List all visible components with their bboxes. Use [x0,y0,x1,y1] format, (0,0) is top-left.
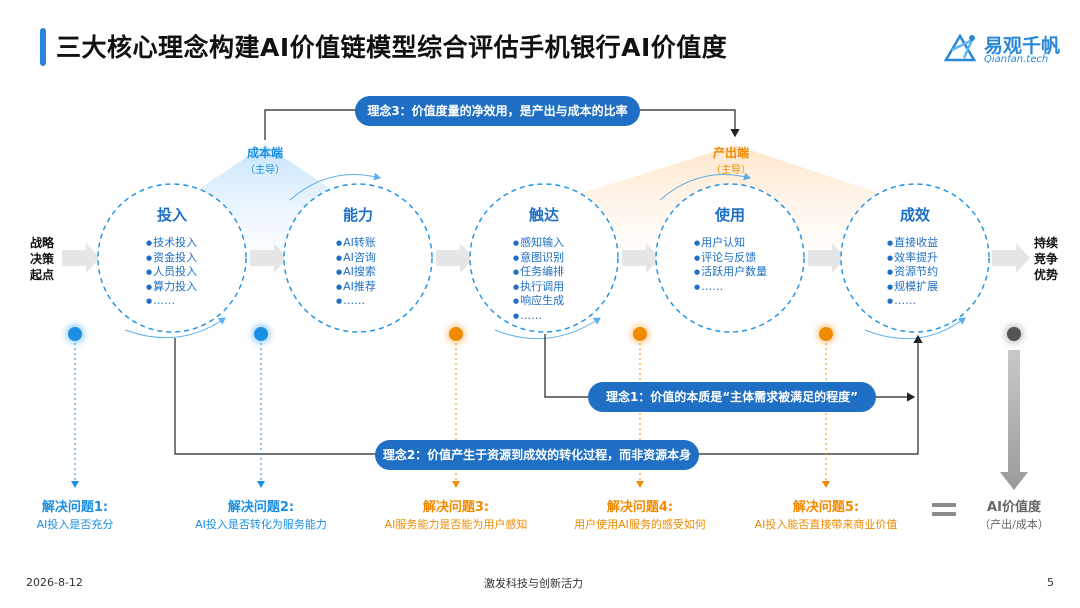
list-item: 意图识别 [513,251,564,266]
result-label: AI价值度 （产出/成本） [974,496,1054,532]
stage-list-invest: 技术投入 资金投入 人员投入 算力投入 …… [146,236,197,309]
footer-date: 2026-8-12 [26,576,83,589]
brand-logo: 易观千帆 Qianfan.tech [942,28,1070,68]
stage-title-usage: 使用 [714,206,745,224]
list-item: AI咨询 [336,251,376,266]
problem-2: 解决问题2: AI投入是否转化为服务能力 [181,496,341,532]
list-item: 活跃用户数量 [694,265,767,280]
stage-list-outcome: 直接收益 效率提升 资源节约 规模扩展 …… [887,236,938,309]
output-end-sub: （主导） [711,165,751,176]
list-item: 感知输入 [513,236,564,251]
list-item: 资源节约 [887,265,938,280]
start-label: 战略决策起点 [29,236,54,282]
page-number: 5 [1047,576,1054,589]
list-item: 评论与反馈 [694,251,767,266]
node-dot-1 [68,327,82,341]
arc-arrow-1 [124,317,226,339]
flow-arrows [62,243,1030,273]
list-item: …… [513,309,564,324]
logo-name: 易观千帆 [984,35,1061,57]
node-dot-result [1007,327,1021,341]
problem-desc: 用户使用AI服务的感受如何 [574,518,706,531]
stage-title-invest: 投入 [156,206,187,224]
node-dot-5 [819,327,833,341]
footer-slogan: 激发科技与创新活力 [484,577,583,590]
list-item: 算力投入 [146,280,197,295]
result-arrow [1000,350,1028,490]
list-item: 直接收益 [887,236,938,251]
end-label: 持续竞争优势 [1033,236,1058,282]
stage-title-outcome: 成效 [899,206,930,224]
problem-title: 解决问题3: [422,500,490,515]
list-item: …… [694,280,767,295]
list-item: 技术投入 [146,236,197,251]
page-title: 三大核心理念构建AI价值链模型综合评估手机银行AI价值度 [56,33,728,62]
arc-arrow-3 [494,317,601,340]
stage-list-capability: AI转账 AI咨询 AI搜索 AI推荐 …… [336,236,376,309]
stage-title-reach: 触达 [528,206,559,224]
concept2-pill: 理念2：价值产生于资源到成效的转化过程，而非资源本身 [375,440,699,470]
cost-end-sub: （主导） [245,165,285,176]
arc-arrow-2 [289,172,381,201]
cost-end-title: 成本端 [246,146,283,160]
result-title: AI价值度 [987,500,1041,515]
list-item: 规模扩展 [887,280,938,295]
problem-desc: AI服务能力是否能为用户感知 [384,518,528,531]
stage-title-capability: 能力 [342,206,373,224]
output-end-title: 产出端 [712,146,749,160]
list-item: 执行调用 [513,280,564,295]
list-item: AI转账 [336,236,376,251]
list-item: …… [336,294,376,309]
node-dot-3 [449,327,463,341]
arc-arrow-4 [659,172,751,201]
list-item: AI推荐 [336,280,376,295]
list-item: 响应生成 [513,294,564,309]
concept3-pill: 理念3：价值度量的净效用，是产出与成本的比率 [355,96,640,126]
result-sub: （产出/成本） [979,518,1049,531]
cost-end-label: 成本端 （主导） [225,144,305,176]
stage-list-reach: 感知输入 意图识别 任务编排 执行调用 响应生成 …… [513,236,564,323]
list-item: 用户认知 [694,236,767,251]
problem-desc: AI投入是否充分 [36,518,114,531]
concept1-pill: 理念1：价值的本质是“主体需求被满足的程度” [588,382,876,412]
node-dot-2 [254,327,268,341]
list-item: 任务编排 [513,265,564,280]
output-end-label: 产出端 （主导） [691,144,771,176]
list-item: AI搜索 [336,265,376,280]
problem-desc: AI投入是否转化为服务能力 [195,518,327,531]
problem-5: 解决问题5: AI投入能否直接带来商业价值 [741,496,911,532]
node-dot-4 [633,327,647,341]
list-item: 人员投入 [146,265,197,280]
problem-3: 解决问题3: AI服务能力是否能为用户感知 [371,496,541,532]
stage-list-usage: 用户认知 评论与反馈 活跃用户数量 …… [694,236,767,294]
logo-subtitle: Qianfan.tech [984,54,1049,65]
equals-sign [932,503,956,521]
list-item: …… [887,294,938,309]
problem-1: 解决问题1: AI投入是否充分 [25,496,125,532]
problem-title: 解决问题5: [792,500,860,515]
title-accent-bar [40,28,46,66]
problem-desc: AI投入能否直接带来商业价值 [754,518,898,531]
logo-icon [943,33,977,62]
list-item: 资金投入 [146,251,197,266]
problem-title: 解决问题1: [41,500,109,515]
problem-title: 解决问题4: [606,500,674,515]
problem-4: 解决问题4: 用户使用AI服务的感受如何 [560,496,720,532]
problem-title: 解决问题2: [227,500,295,515]
list-item: …… [146,294,197,309]
list-item: 效率提升 [887,251,938,266]
